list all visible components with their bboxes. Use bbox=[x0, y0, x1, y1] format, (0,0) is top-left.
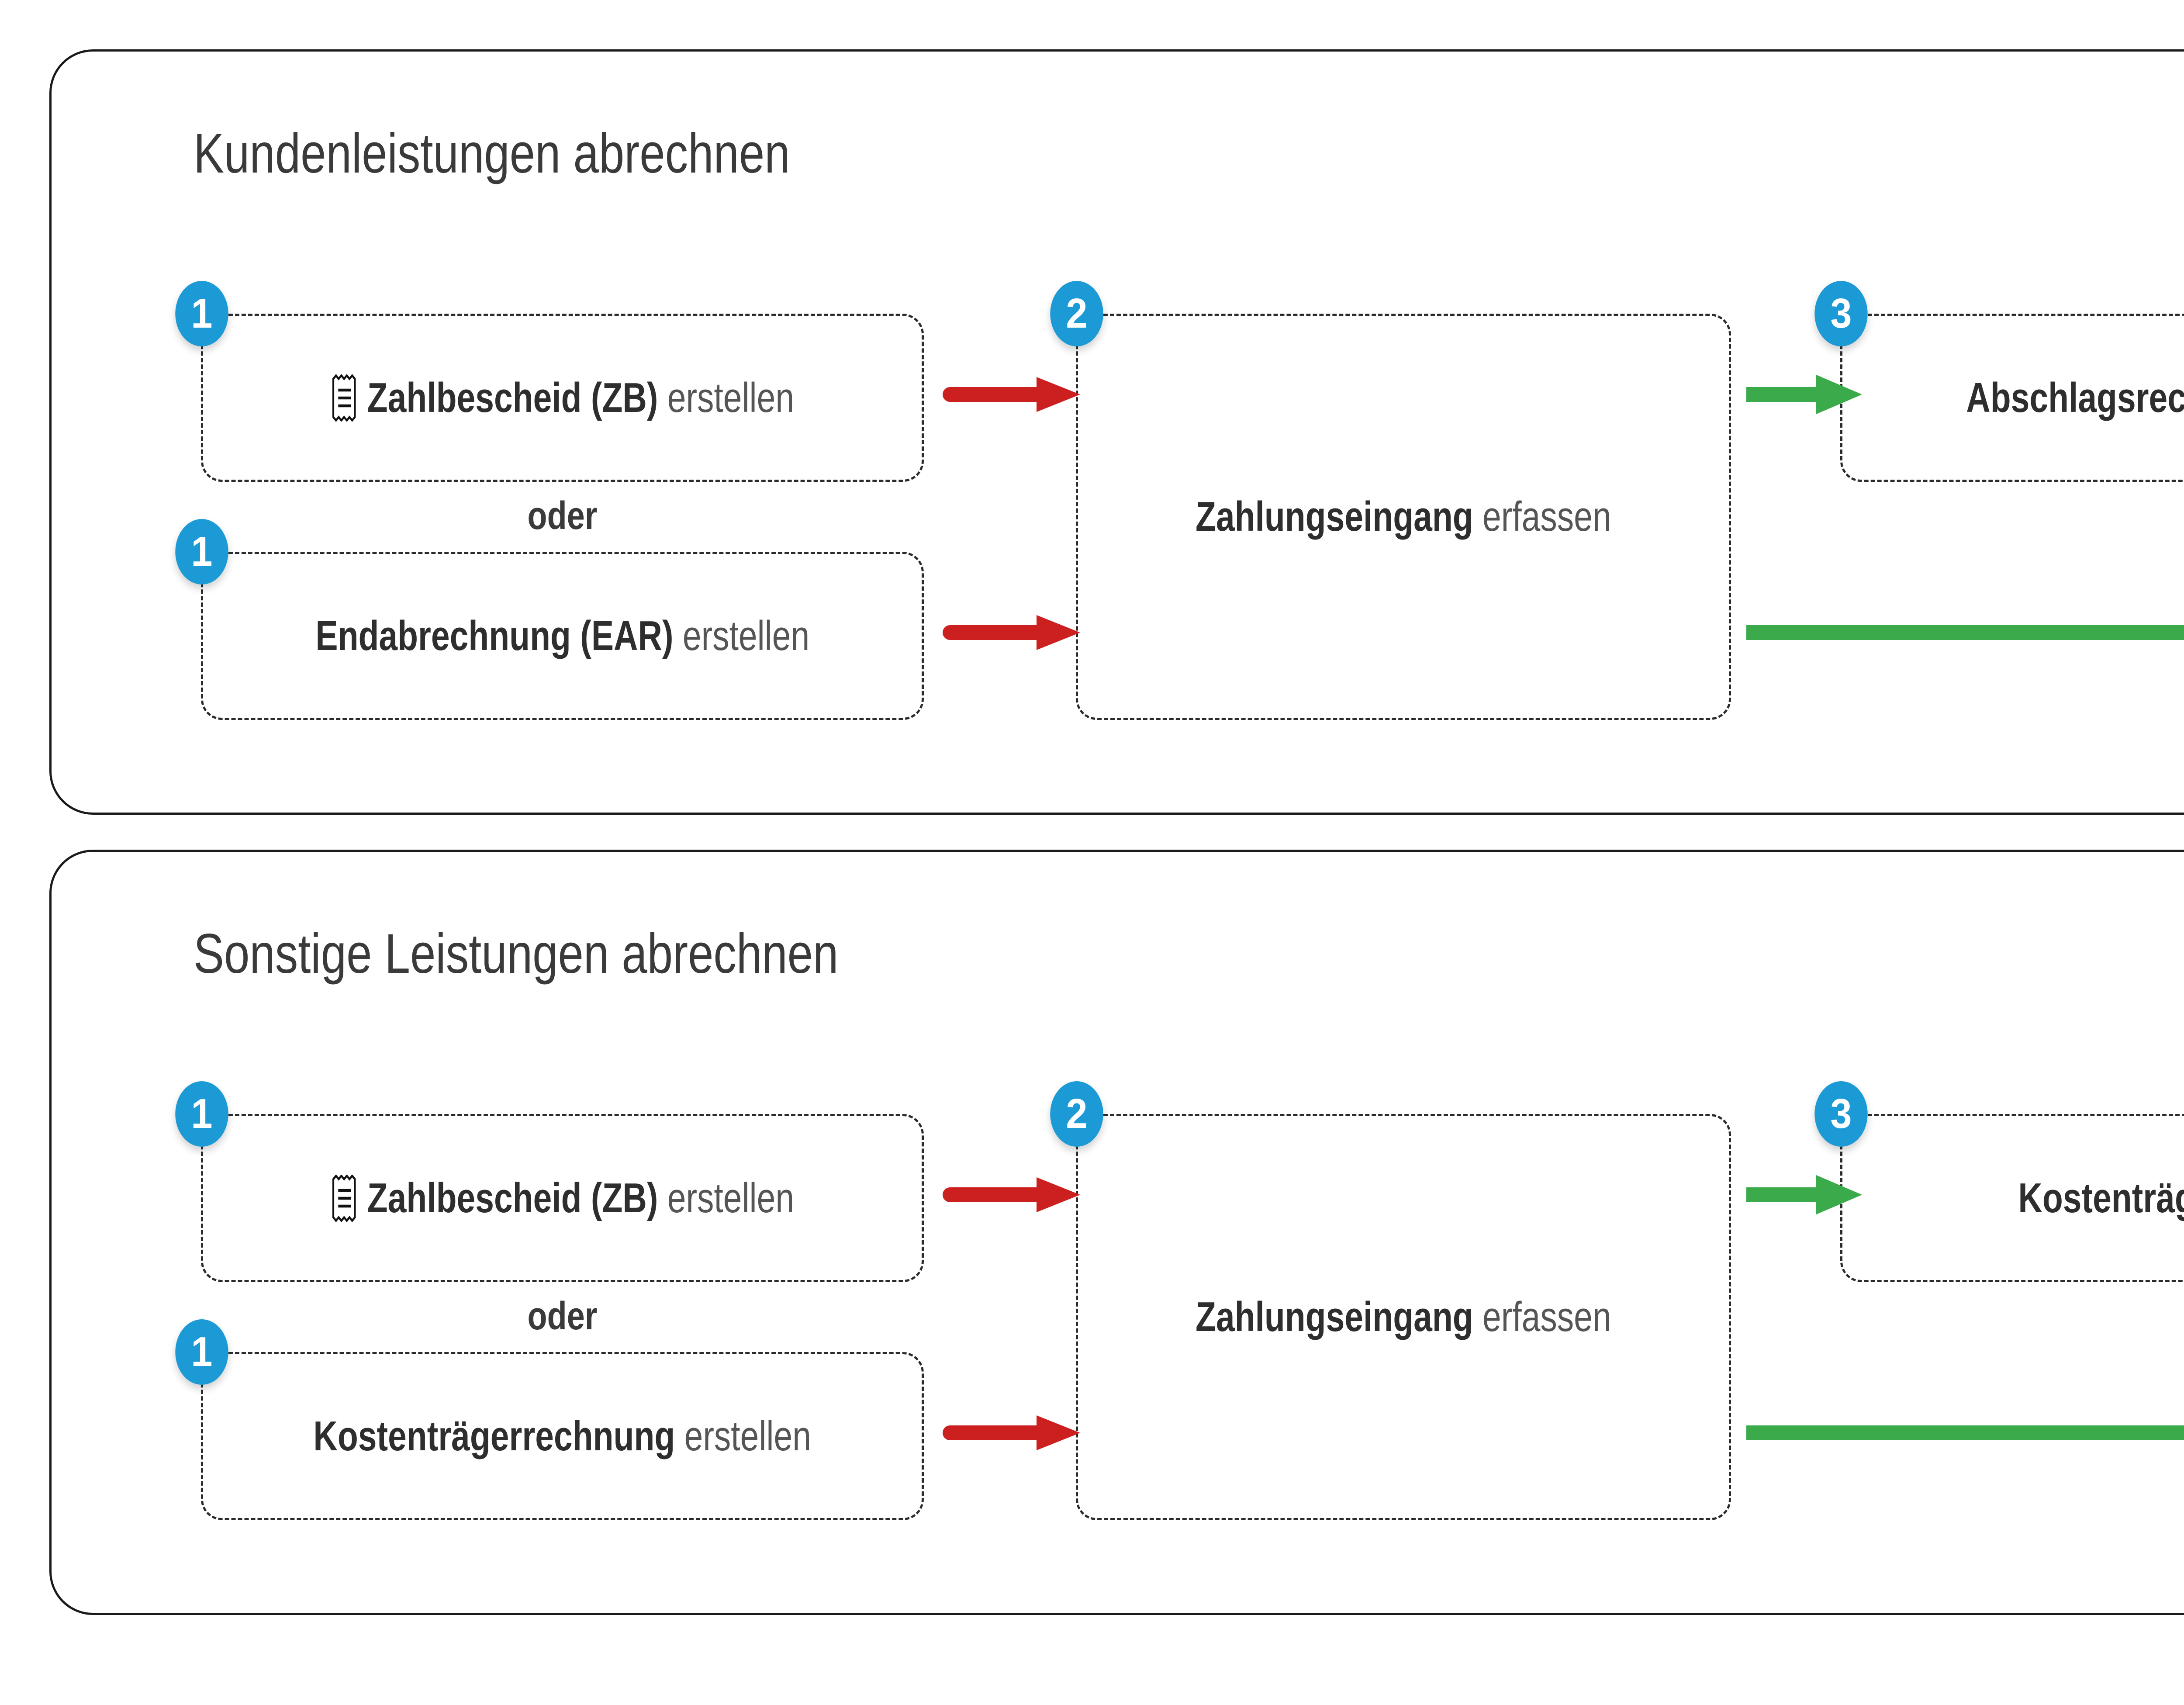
step-strong-text: Zahlungseingang bbox=[1196, 1293, 1473, 1340]
flow-diagram: Zahlbescheid (ZB) erstellen 1 oder Koste… bbox=[52, 852, 2184, 1613]
step-badge-2: 2 bbox=[1050, 1081, 1103, 1147]
panel-kundenleistungen: Kundenleistungen abrechnen bbox=[49, 49, 2184, 815]
step-badge-1-upper: 1 bbox=[175, 1081, 228, 1147]
receipt-icon bbox=[332, 374, 356, 422]
step-strong-text: Zahlbescheid (ZB) bbox=[367, 1174, 658, 1221]
connector-label-oder: oder bbox=[527, 1294, 598, 1338]
step-badge-1-lower: 1 bbox=[175, 1319, 228, 1385]
step-light-text: erstellen bbox=[667, 1174, 794, 1221]
arrow-layer bbox=[943, 375, 2184, 650]
step-label: Kostenträgerrechnung erstellen bbox=[2018, 1174, 2184, 1222]
step-badge-3: 3 bbox=[1814, 1081, 1868, 1147]
step-box-2[interactable]: Zahlungseingang erfassen bbox=[1076, 1114, 1731, 1520]
step-label: Kostenträgerrechnung erstellen bbox=[314, 1412, 811, 1460]
step-box-1-upper[interactable]: Zahlbescheid (ZB) erstellen bbox=[201, 1114, 924, 1282]
step-label: Zahlbescheid (ZB) erstellen bbox=[331, 374, 794, 422]
arrow-layer bbox=[943, 1175, 2184, 1450]
step-badge-1-upper: 1 bbox=[175, 281, 228, 346]
connector-label-oder: oder bbox=[527, 494, 598, 538]
step-label: Abschlagsrechnung (AZR) wird erstellt bbox=[1966, 374, 2184, 422]
step-box-1-lower[interactable]: Endabrechnung (EAR) erstellen bbox=[201, 552, 924, 720]
step-label: Zahlungseingang erfassen bbox=[1196, 493, 1611, 541]
flow-diagram: Zahlbescheid (ZB) erstellen 1 oder Endab… bbox=[52, 52, 2184, 813]
step-box-1-upper[interactable]: Zahlbescheid (ZB) erstellen bbox=[201, 314, 924, 482]
step-label: Endabrechnung (EAR) erstellen bbox=[315, 612, 809, 660]
step-strong-text: Zahlbescheid (ZB) bbox=[367, 374, 658, 421]
step-badge-3: 3 bbox=[1814, 281, 1868, 346]
step-box-1-lower[interactable]: Kostenträgerrechnung erstellen bbox=[201, 1352, 924, 1520]
step-box-2[interactable]: Zahlungseingang erfassen bbox=[1076, 314, 1731, 720]
step-strong-text: Endabrechnung (EAR) bbox=[315, 612, 674, 659]
step-light-text: erfassen bbox=[1482, 1293, 1611, 1340]
step-label: Zahlungseingang erfassen bbox=[1196, 1293, 1611, 1341]
receipt-icon bbox=[332, 1174, 356, 1222]
panel-sonstige-leistungen: Sonstige Leistungen abrechnen bbox=[49, 850, 2184, 1615]
step-light-text: erstellen bbox=[682, 612, 809, 659]
step-light-text: erfassen bbox=[1482, 493, 1611, 540]
step-badge-1-lower: 1 bbox=[175, 519, 228, 584]
step-strong-text: Kostenträgerrechnung bbox=[313, 1412, 675, 1459]
step-strong-text: Kostenträgerrechnung bbox=[2018, 1174, 2184, 1221]
page-title: Sonstige Leistungen abrechnen bbox=[194, 923, 839, 985]
step-light-text: erstellen bbox=[667, 374, 794, 421]
step-label: Zahlbescheid (ZB) erstellen bbox=[331, 1174, 794, 1222]
page-title: Kundenleistungen abrechnen bbox=[194, 122, 790, 185]
step-strong-text: Zahlungseingang bbox=[1196, 493, 1473, 540]
step-box-3[interactable]: Abschlagsrechnung (AZR) wird erstellt bbox=[1840, 314, 2184, 482]
step-light-text: erstellen bbox=[684, 1412, 812, 1459]
step-badge-2: 2 bbox=[1050, 281, 1103, 346]
step-strong-text: Abschlagsrechnung (AZR) bbox=[1966, 374, 2184, 421]
step-box-3[interactable]: Kostenträgerrechnung erstellen bbox=[1840, 1114, 2184, 1282]
